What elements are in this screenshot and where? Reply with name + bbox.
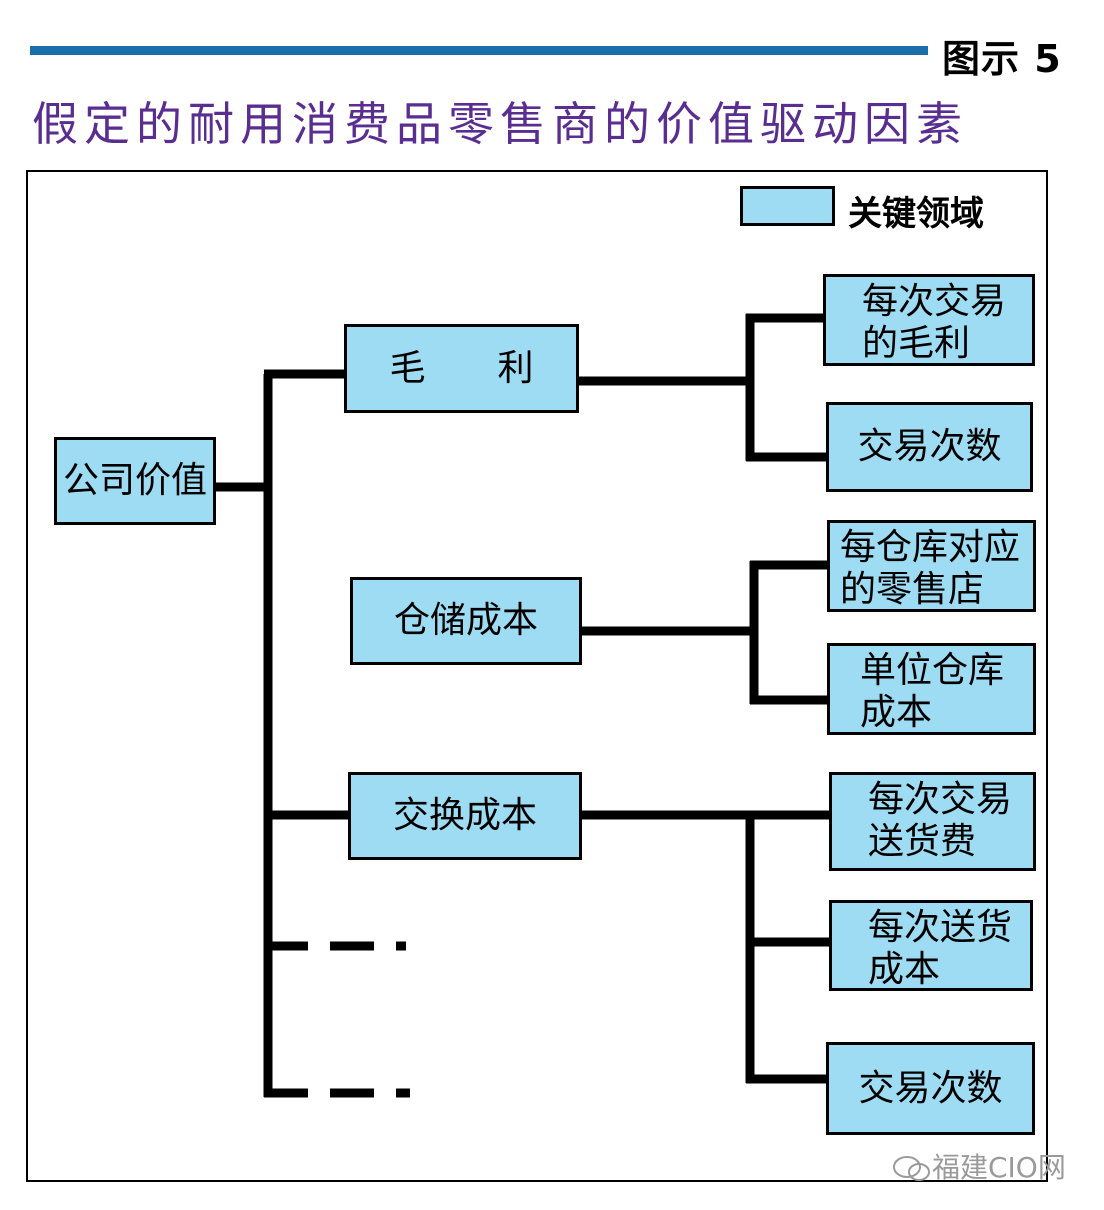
node-exchange-cost: 交换成本 — [348, 772, 582, 860]
header-rule — [30, 46, 928, 55]
node-transaction-count-1: 交易次数 — [826, 402, 1033, 492]
node-stores-per-warehouse: 每仓库对应 的零售店 — [827, 520, 1036, 612]
node-margin-per-transaction: 每次交易 的毛利 — [823, 274, 1035, 366]
node-storage-cost: 仓储成本 — [350, 577, 582, 665]
legend-swatch — [740, 186, 835, 226]
watermark-text: 福建CIO网 — [932, 1151, 1066, 1184]
diagram-frame — [26, 170, 1048, 1182]
wechat-icon — [893, 1156, 930, 1181]
page-title: 假定的耐用消费品零售商的价值驱动因素 — [32, 97, 968, 151]
node-gross-margin: 毛 利 — [344, 324, 579, 413]
node-cost-per-delivery: 每次送货 成本 — [829, 900, 1033, 991]
figure-label: 图示 5 — [942, 37, 1062, 81]
node-company-value: 公司价值 — [54, 437, 216, 525]
legend-label: 关键领域 — [848, 194, 984, 234]
node-unit-warehouse-cost: 单位仓库 成本 — [827, 643, 1036, 735]
node-delivery-fee-per-transaction: 每次交易 送货费 — [829, 772, 1036, 871]
node-transaction-count-2: 交易次数 — [826, 1042, 1035, 1135]
watermark: 福建CIO网 — [892, 1146, 1066, 1186]
